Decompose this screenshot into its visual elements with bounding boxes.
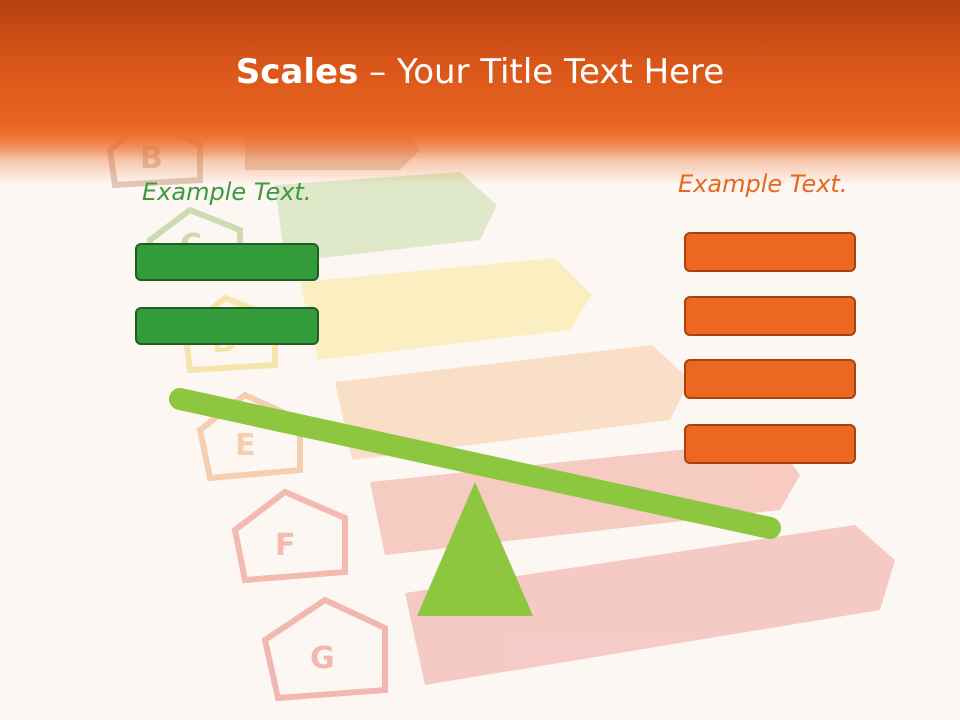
header-fade xyxy=(0,125,960,185)
right-orange-box-4[interactable] xyxy=(684,424,856,464)
right-orange-box-3[interactable] xyxy=(684,359,856,399)
right-orange-box-2[interactable] xyxy=(684,296,856,336)
left-example-text: Example Text. xyxy=(142,178,312,206)
left-green-box-1[interactable] xyxy=(135,243,319,281)
rating-bar-c xyxy=(275,172,497,262)
rating-letter-g: G xyxy=(310,641,335,676)
rating-letter-f: F xyxy=(275,528,296,563)
rating-bar-e xyxy=(335,345,690,460)
rating-bar-g xyxy=(405,525,895,685)
house-icon-g xyxy=(261,596,388,702)
right-example-text: Example Text. xyxy=(678,170,848,198)
slide-title-bold: Scales xyxy=(235,52,359,92)
right-orange-box-1[interactable] xyxy=(684,232,856,272)
slide-title-rest: – Your Title Text Here xyxy=(358,52,725,92)
slide-title: Scales – Your Title Text Here xyxy=(0,52,960,92)
rating-bar-d xyxy=(300,258,592,360)
left-green-box-2[interactable] xyxy=(135,307,319,345)
rating-letter-e: E xyxy=(235,428,256,463)
